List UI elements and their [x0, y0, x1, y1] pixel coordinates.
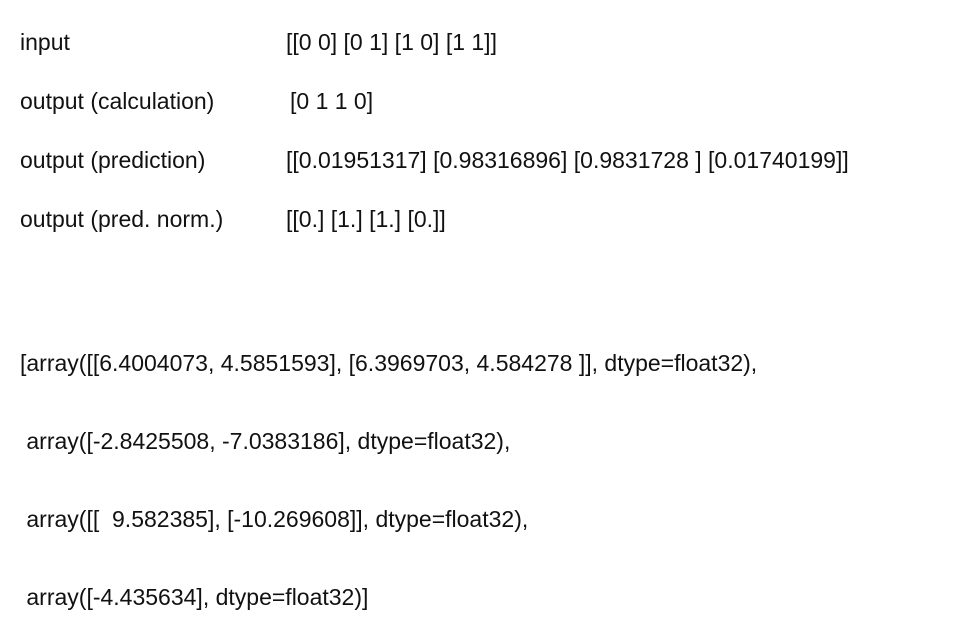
output-calculation-value: [0 1 1 0]	[290, 88, 374, 114]
weights-line: [array([[6.4004073, 4.5851593], [6.39697…	[20, 350, 758, 376]
input-value: [[0 0] [0 1] [1 0] [1 1]]	[286, 29, 497, 55]
weights-line: array([-2.8425508, -7.0383186], dtype=fl…	[20, 428, 511, 454]
output-prediction-value: [[0.01951317] [0.98316896] [0.9831728 ] …	[286, 147, 849, 173]
row-input: input [[0 0] [0 1] [1 0] [1 1]]	[20, 28, 497, 112]
row-output-prediction: output (prediction) [[0.01951317] [0.983…	[20, 146, 849, 230]
input-label: input	[20, 29, 70, 55]
output-pred-norm-value: [[0.] [1.] [1.] [0.]]	[286, 206, 446, 232]
weights-block: [array([[6.4004073, 4.5851593], [6.39697…	[20, 298, 757, 636]
weights-line: array([-4.435634], dtype=float32)]	[20, 584, 369, 610]
row-output-pred-norm: output (pred. norm.) [[0.] [1.] [1.] [0.…	[20, 205, 446, 289]
output-calculation-label: output (calculation)	[20, 88, 215, 114]
row-output-calculation: output (calculation) [0 1 1 0]	[20, 87, 373, 171]
weights-line: array([[ 9.582385], [-10.269608]], dtype…	[20, 506, 529, 532]
output-prediction-label: output (prediction)	[20, 147, 206, 173]
output-pred-norm-label: output (pred. norm.)	[20, 206, 224, 232]
